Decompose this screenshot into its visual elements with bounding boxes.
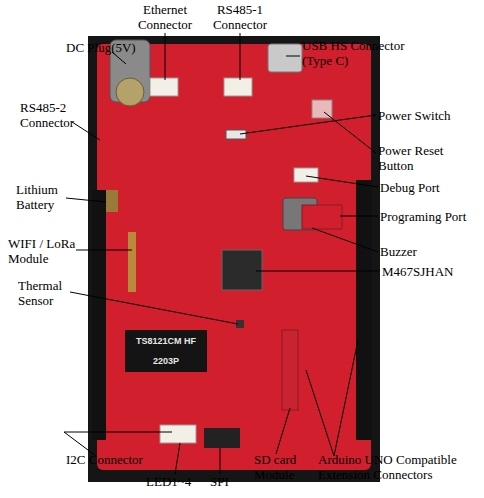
leader-line (220, 448, 221, 474)
chip-marking: TS8121CM HF (128, 336, 204, 346)
part-label: Arduino UNO Compatible Extension Connect… (318, 452, 474, 482)
part-label: Power Reset Button (378, 143, 456, 173)
rs485-connector (224, 78, 252, 96)
power-switch (226, 130, 246, 139)
part-label: SPI (210, 474, 250, 489)
sd-card-module (282, 330, 298, 410)
battery-pads (104, 190, 118, 212)
i2c-connector (160, 425, 196, 443)
leader-line (70, 292, 238, 324)
leader-line (165, 33, 166, 80)
part-label: RS485-2 Connector (20, 100, 78, 130)
leader-line (66, 198, 106, 202)
leader-line (276, 408, 290, 454)
programming-port (302, 205, 342, 229)
part-label: Power Switch (378, 108, 478, 123)
chip-marking: 2203P (128, 356, 204, 366)
part-label: Programing Port (380, 209, 480, 224)
part-label: Lithium Battery (16, 182, 72, 212)
leader-line (334, 340, 358, 456)
reset-button (312, 100, 332, 118)
part-label: DC Plug(5V) (66, 40, 166, 55)
part-label: SD card Module (254, 452, 306, 482)
leader-line (340, 216, 378, 217)
leader-line (72, 122, 100, 140)
part-label: Debug Port (380, 180, 480, 195)
leader-line (306, 176, 378, 187)
spi-header (204, 428, 240, 448)
pcb-board (97, 44, 371, 470)
photo-backdrop (88, 36, 380, 482)
dc-plug (116, 78, 144, 106)
leader-line (306, 370, 334, 456)
part-label: Ethernet Connector (130, 2, 200, 32)
usb-c-connector (268, 44, 302, 72)
part-label: USB HS Connector (Type C) (302, 38, 420, 68)
leader-line (286, 56, 300, 57)
debug-port (294, 168, 318, 182)
leader-line (240, 33, 241, 80)
extension-header (92, 190, 106, 440)
part-label: Thermal Sensor (18, 278, 74, 308)
part-label: LED1~4 (146, 474, 206, 489)
leader-line (240, 115, 376, 134)
leader-line (76, 250, 132, 251)
leader-line (324, 112, 376, 153)
part-label: RS485-1 Connector (205, 2, 275, 32)
leader-line (256, 271, 380, 272)
part-label: WIFI / LoRa Module (8, 236, 80, 266)
leader-line (175, 443, 180, 474)
extension-header (356, 180, 372, 440)
leader-line (312, 228, 378, 252)
part-label: I2C Connector (66, 452, 166, 467)
ethernet-connector (150, 78, 178, 96)
wifi-module-header (128, 232, 136, 292)
mcu-chip (222, 250, 262, 290)
ethernet-transformer (125, 330, 207, 372)
part-label: Buzzer (380, 244, 460, 259)
part-label: M467SJHAN (382, 264, 482, 279)
